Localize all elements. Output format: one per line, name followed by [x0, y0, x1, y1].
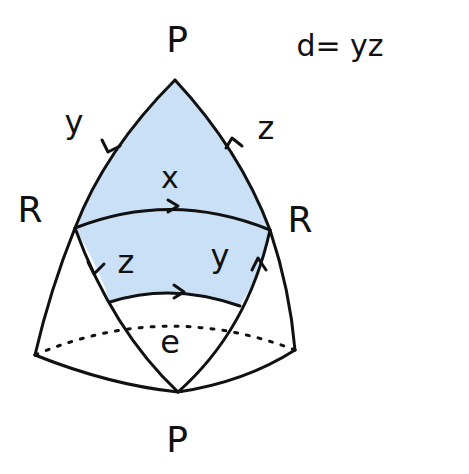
z-inner-edge	[75, 228, 178, 392]
edge-label: y	[65, 106, 84, 138]
arrow-x	[168, 200, 178, 212]
vertex-label: P	[166, 22, 188, 58]
arrow-y-inner	[252, 258, 266, 270]
arrow-e	[174, 285, 184, 298]
edge-label: x	[161, 163, 179, 193]
equation-label: d= yz	[296, 31, 383, 61]
shaded-region	[75, 80, 270, 306]
arrow-y	[102, 140, 120, 152]
edge-label: y	[211, 240, 230, 272]
y-inner-edge	[178, 230, 270, 392]
vertex-label: P	[166, 422, 188, 458]
arrow-z-inner	[88, 262, 104, 274]
edge-label: z	[118, 246, 135, 278]
right-edge	[175, 80, 295, 350]
edge-label: z	[258, 112, 275, 144]
edge-label: e	[160, 326, 180, 358]
vertex-label: R	[17, 192, 42, 228]
vertex-label: R	[287, 202, 312, 238]
x-arc	[75, 209, 270, 230]
arrow-z	[226, 138, 242, 148]
e-arc	[110, 293, 240, 306]
